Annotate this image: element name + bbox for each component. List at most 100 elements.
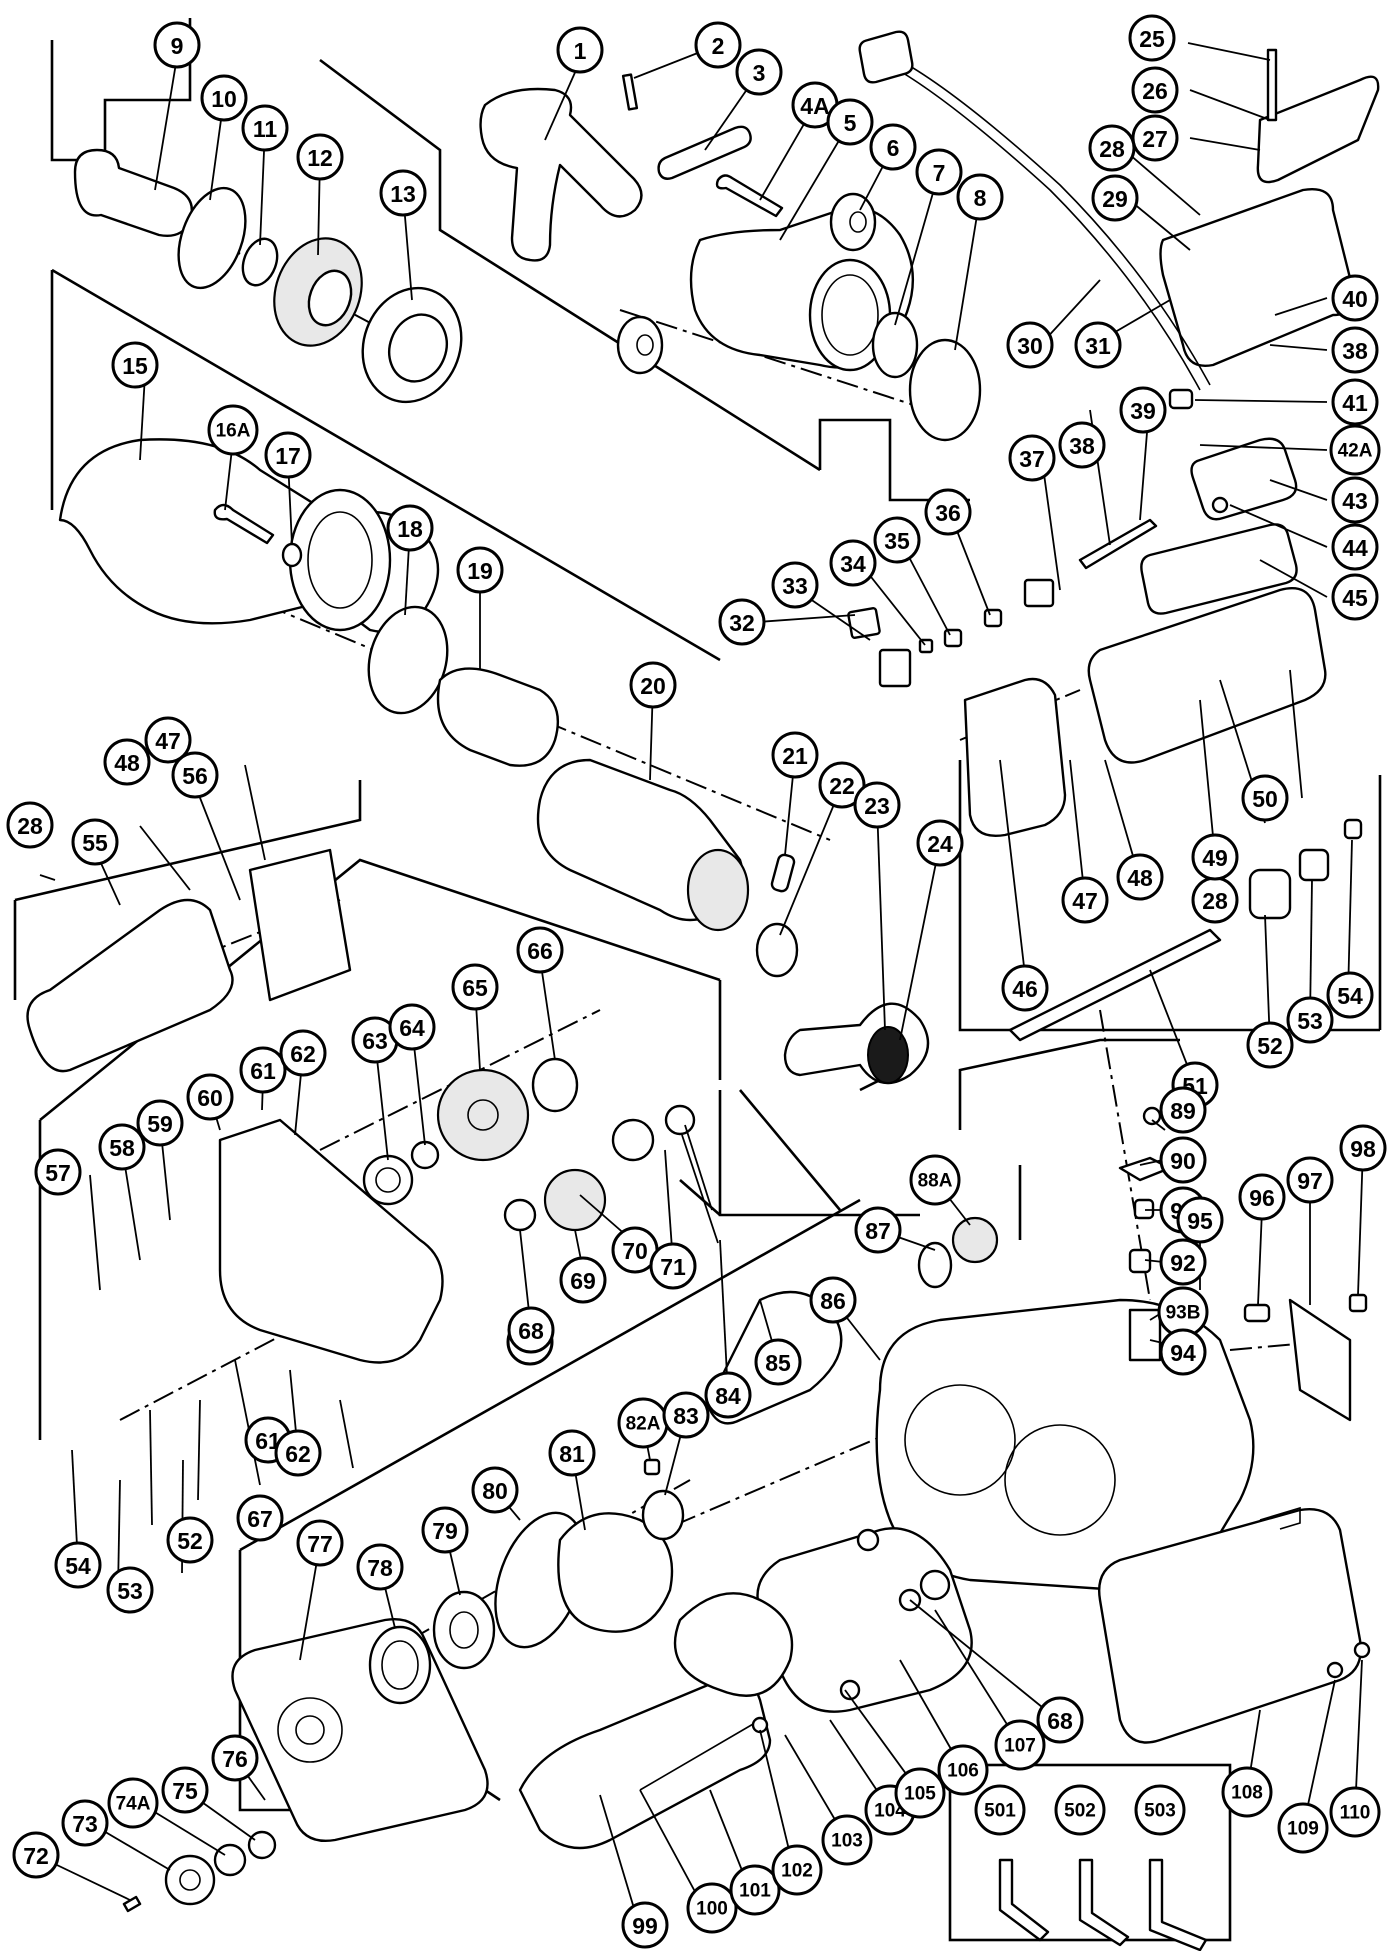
label-number: 90 [1170, 1148, 1196, 1174]
part-label-84: 84 [704, 1371, 752, 1419]
label-circle [1159, 1328, 1207, 1376]
label-number: 87 [865, 1218, 891, 1244]
label-number: 26 [1142, 78, 1168, 104]
part-label-7: 7 [915, 148, 963, 196]
label-number: 13 [390, 181, 416, 207]
label-circle [818, 761, 866, 809]
label-number: 95 [1187, 1208, 1213, 1234]
label-circle [136, 1099, 184, 1147]
label-number: 58 [109, 1135, 135, 1161]
label-number: 59 [147, 1111, 173, 1137]
part-label-23: 23 [853, 781, 901, 829]
label-circle [1221, 1766, 1273, 1818]
label-number: 21 [782, 743, 808, 769]
label-number: 503 [1144, 1801, 1176, 1822]
part-label-10: 10 [200, 74, 248, 122]
label-circle [559, 1256, 607, 1304]
label-circle [274, 1429, 322, 1477]
part-label-24: 24 [916, 819, 964, 867]
label-circle [1331, 378, 1379, 426]
part-label-9: 9 [153, 21, 201, 69]
part-label-71: 71 [649, 1242, 697, 1290]
part-label-38: 38 [1331, 326, 1379, 374]
part-label-50: 50 [1241, 774, 1289, 822]
label-number: 9 [171, 33, 184, 59]
part-label-75: 75 [161, 1766, 209, 1814]
part-label-33: 33 [771, 561, 819, 609]
label-circle [1008, 434, 1056, 482]
label-circle [909, 1154, 961, 1206]
label-circle [686, 1882, 738, 1934]
part-label-55: 55 [71, 818, 119, 866]
label-number: 27 [1142, 126, 1168, 152]
part-label-48: 48 [103, 738, 151, 786]
label-circle [1246, 1021, 1294, 1069]
label-circle [974, 1784, 1026, 1836]
label-number: 19 [467, 558, 493, 584]
label-circle [1001, 964, 1049, 1012]
label-circle [166, 1516, 214, 1564]
label-circle [12, 1831, 60, 1879]
label-number: 98 [1350, 1136, 1376, 1162]
label-circle [1131, 66, 1179, 114]
part-label-19: 19 [456, 546, 504, 594]
part-label-105: 105 [894, 1767, 946, 1819]
label-circle [1331, 573, 1379, 621]
part-label-95: 95 [1176, 1196, 1224, 1244]
label-number: 33 [782, 573, 808, 599]
label-number: 45 [1342, 585, 1368, 611]
label-number: 79 [432, 1518, 458, 1544]
label-circle [1286, 1156, 1334, 1204]
label-circle [1326, 971, 1374, 1019]
label-number: 54 [65, 1553, 91, 1579]
label-number: 36 [935, 500, 961, 526]
label-number: 28 [1202, 888, 1228, 914]
label-number: 20 [640, 673, 666, 699]
label-number: 37 [1019, 446, 1045, 472]
part-label-93b: 93B [1157, 1286, 1209, 1338]
label-number: 34 [840, 551, 866, 577]
part-label-5: 5 [826, 98, 874, 146]
leader-lines [35, 42, 1364, 1946]
part-label-107: 107 [994, 1719, 1046, 1771]
label-circle [1058, 421, 1106, 469]
label-number: 102 [781, 1861, 813, 1882]
label-circle [236, 1494, 284, 1542]
label-number: 30 [1017, 333, 1043, 359]
label-number: 4A [800, 93, 829, 119]
label-number: 61 [250, 1058, 276, 1084]
part-label-88a: 88A [909, 1154, 961, 1206]
label-circle [379, 169, 427, 217]
part-label-28: 28 [6, 801, 54, 849]
part-label-3: 3 [735, 48, 783, 96]
label-number: 57 [45, 1160, 71, 1186]
part-label-73: 73 [61, 1799, 109, 1847]
label-circle [853, 781, 901, 829]
label-number: 97 [1297, 1168, 1323, 1194]
label-circle [1091, 174, 1139, 222]
label-circle [388, 1003, 436, 1051]
label-number: 44 [1342, 535, 1368, 561]
label-circle [296, 1519, 344, 1567]
label-circle [873, 516, 921, 564]
part-label-54: 54 [1326, 971, 1374, 1019]
part-label-56: 56 [171, 751, 219, 799]
label-circle [1331, 476, 1379, 524]
label-number: 55 [82, 830, 108, 856]
part-label-32: 32 [718, 598, 766, 646]
label-circle [98, 1123, 146, 1171]
label-circle [161, 1766, 209, 1814]
label-number: 62 [285, 1441, 311, 1467]
label-circle [704, 1371, 752, 1419]
label-number: 65 [462, 975, 488, 1001]
label-circle [556, 26, 604, 74]
label-circle [207, 404, 259, 456]
label-number: 28 [17, 813, 43, 839]
label-number: 94 [1170, 1340, 1196, 1366]
part-label-108: 108 [1221, 1766, 1273, 1818]
label-circle [507, 1306, 555, 1354]
label-number: 109 [1287, 1819, 1319, 1840]
part-label-53: 53 [1286, 996, 1334, 1044]
label-circle [144, 716, 192, 764]
label-circle [186, 1073, 234, 1121]
